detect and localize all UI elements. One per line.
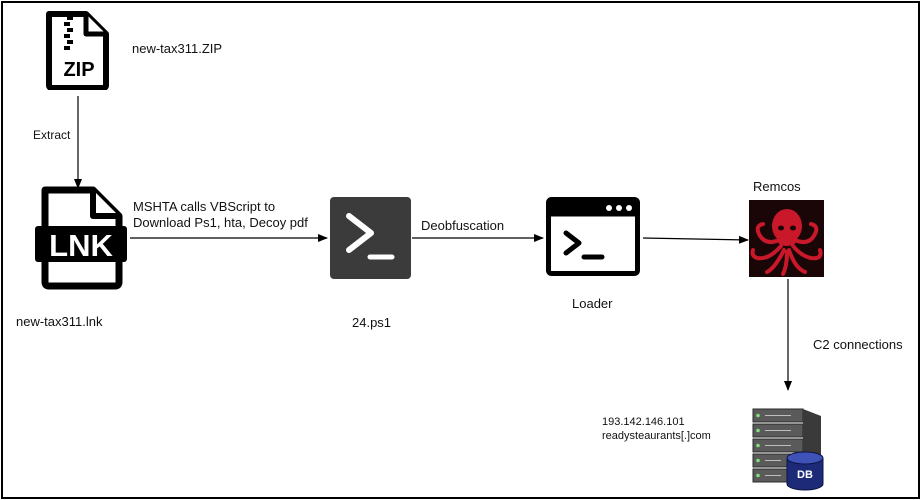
- red-octopus-logo-icon: [749, 200, 824, 277]
- zip-file-label: new-tax311.ZIP: [132, 41, 223, 56]
- lnk-file-label: new-tax311.lnk: [16, 314, 103, 329]
- loader-label: Loader: [572, 296, 613, 311]
- database-server-icon: DB: [752, 408, 824, 491]
- lnk-file-icon: LNK: [35, 186, 127, 290]
- ps1-file-label: 24.ps1: [352, 315, 392, 330]
- mshta-edge-label-line1: MSHTA calls VBScript to: [133, 199, 276, 214]
- c2-ip-address: 193.142.146.101: [602, 416, 685, 428]
- db-badge-text: DB: [797, 469, 813, 481]
- c2-domain: readysteaurants[.]com: [602, 430, 711, 442]
- extract-edge-label: Extract: [33, 128, 71, 142]
- remcos-label: Remcos: [753, 179, 801, 194]
- c2-edge-label: C2 connections: [813, 337, 903, 352]
- arrow-loader-to-remcos: [642, 235, 749, 244]
- zip-badge-text: ZIP: [63, 59, 94, 81]
- terminal-window-icon: [546, 197, 640, 276]
- powershell-icon: [330, 197, 411, 279]
- deobfuscation-edge-label: Deobfuscation: [421, 218, 505, 233]
- zip-file-icon: ZIP: [46, 11, 109, 90]
- mshta-edge-label-line2: Download Ps1, hta, Decoy pdf: [133, 215, 308, 230]
- lnk-badge-text: LNK: [49, 228, 113, 263]
